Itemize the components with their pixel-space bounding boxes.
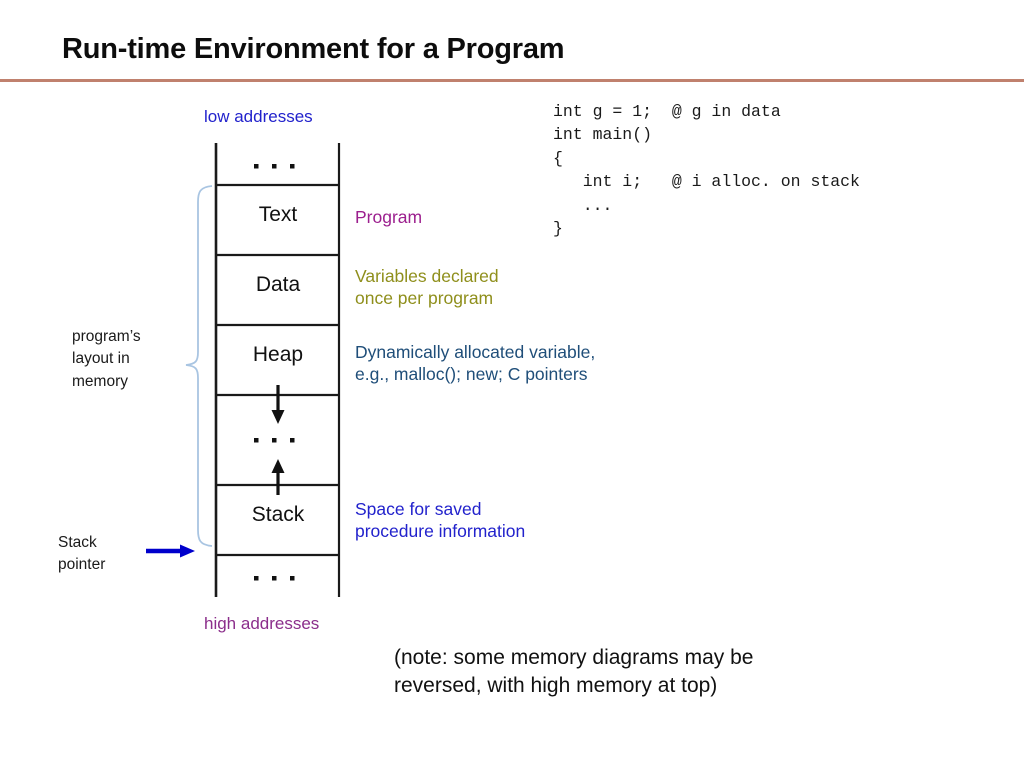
ellipsis-dots-middle	[254, 438, 295, 443]
annotation-heap-segment-line2: e.g., malloc(); new; C pointers	[355, 364, 588, 385]
annotation-stack-segment: Space for saved procedure information	[355, 498, 525, 543]
program-layout-caption-line2: layout in	[72, 350, 130, 368]
segment-label-stack: Stack	[251, 503, 305, 526]
ellipsis-dots-top	[254, 164, 295, 169]
low-addresses-label: low addresses	[204, 107, 313, 126]
program-layout-caption-line3: memory	[72, 372, 128, 390]
annotation-stack-segment-line2: procedure information	[355, 521, 526, 542]
annotation-data-segment: Variables declared once per program	[355, 265, 499, 310]
page-title: Run-time Environment for a Program	[62, 33, 565, 65]
high-addresses-label: high addresses	[204, 614, 320, 633]
annotation-text-segment-line1: Program	[355, 207, 423, 227]
stack-pointer-arrow	[146, 544, 195, 558]
annotation-heap-segment: Dynamically allocated variable, e.g., ma…	[355, 341, 595, 386]
annotation-data-segment-line1: Variables declared	[355, 266, 499, 286]
diagram-orientation-note-line1: (note: some memory diagrams may be	[394, 646, 754, 669]
heap-growth-arrow-down	[271, 385, 285, 424]
diagram-orientation-note-line2: reversed, with high memory at top)	[394, 673, 718, 697]
code-sample-block: int g = 1; @ g in data int main() { int …	[553, 102, 860, 239]
segment-label-heap: Heap	[252, 343, 304, 366]
program-layout-caption-line1: program’s	[72, 328, 141, 345]
title-separator-rule	[0, 79, 1024, 82]
annotation-heap-segment-line1: Dynamically allocated variable,	[355, 342, 596, 362]
diagram-orientation-note: (note: some memory diagrams may be rever…	[394, 644, 914, 700]
annotation-text-segment: Program	[355, 206, 422, 228]
stack-pointer-caption: Stack pointer	[58, 532, 148, 577]
segment-label-text: Text	[258, 203, 298, 226]
segment-label-data: Data	[255, 273, 301, 296]
ellipsis-dots-bottom	[254, 576, 295, 581]
annotation-data-segment-line2: once per program	[355, 288, 494, 309]
annotation-stack-segment-line1: Space for saved	[355, 499, 482, 519]
program-layout-caption: program’s layout in memory	[72, 326, 182, 393]
stack-growth-arrow-up	[271, 459, 285, 495]
stack-pointer-caption-line1: Stack	[58, 534, 97, 551]
program-layout-brace	[185, 185, 213, 547]
stack-pointer-caption-line2: pointer	[58, 556, 106, 574]
